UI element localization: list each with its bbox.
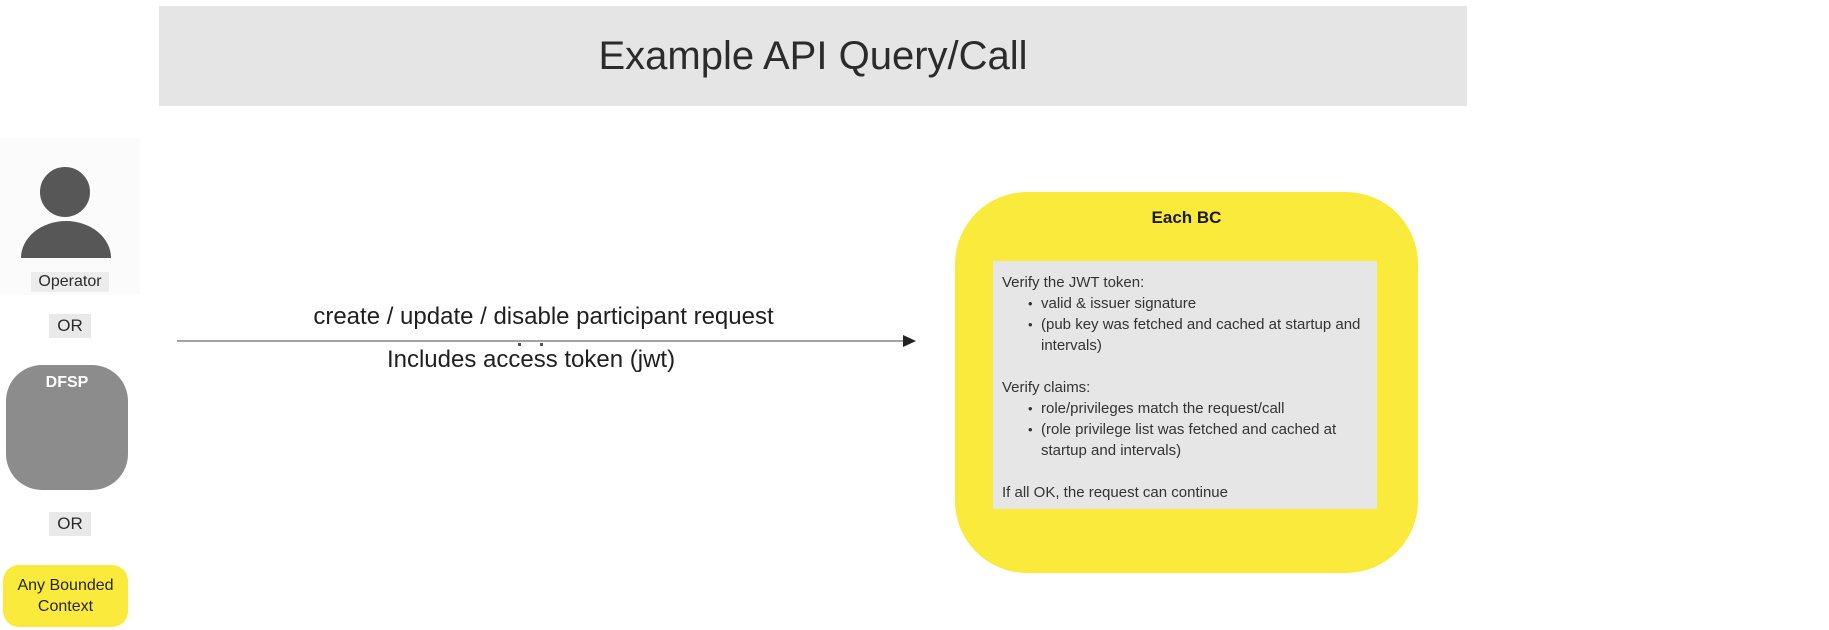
person-icon (36, 163, 94, 221)
note-section1-title: Verify the JWT token: (1002, 274, 1145, 291)
connector-waypoint-dot (518, 343, 521, 346)
operator-label-row: Operator (0, 272, 140, 292)
note-section2-title: Verify claims: (1002, 379, 1091, 396)
or-separator-2: OR (0, 512, 140, 536)
dfsp-label: DFSP (45, 374, 89, 391)
or-label-1: OR (49, 314, 91, 338)
verification-note: Verify the JWT token: valid & issuer sig… (993, 261, 1377, 509)
connector-waypoint-dot (540, 343, 543, 346)
or-separator-1: OR (0, 314, 140, 338)
note-bullet: (pub key was fetched and cached at start… (1028, 314, 1368, 356)
any-bounded-context-box: Any Bounded Context (3, 565, 128, 627)
note-spacer (1002, 461, 1368, 482)
note-section1-list: valid & issuer signature (pub key was fe… (1002, 293, 1368, 356)
or-label-2: OR (49, 512, 91, 536)
note-bullet: (role privilege list was fetched and cac… (1028, 419, 1368, 461)
operator-label: Operator (31, 272, 109, 292)
arrow-label-secondary: Includes access token (jwt) (386, 346, 676, 373)
note-spacer (1002, 356, 1368, 377)
note-bullet: role/privileges match the request/call (1028, 398, 1368, 419)
note-section2-list: role/privileges match the request/call (… (1002, 398, 1368, 461)
each-bc-title: Each BC (1151, 208, 1222, 227)
dfsp-box: DFSP (6, 365, 128, 490)
any-bounded-context-label: Any Bounded Context (17, 577, 114, 615)
arrow-label-primary: create / update / disable participant re… (313, 303, 774, 330)
note-bullet: valid & issuer signature (1028, 293, 1368, 314)
note-footer: If all OK, the request can continue (1002, 484, 1228, 501)
page-title: Example API Query/Call (598, 33, 1028, 78)
request-arrow-line (177, 340, 904, 342)
title-banner: Example API Query/Call (159, 6, 1467, 106)
request-arrow-head-icon (903, 335, 916, 347)
